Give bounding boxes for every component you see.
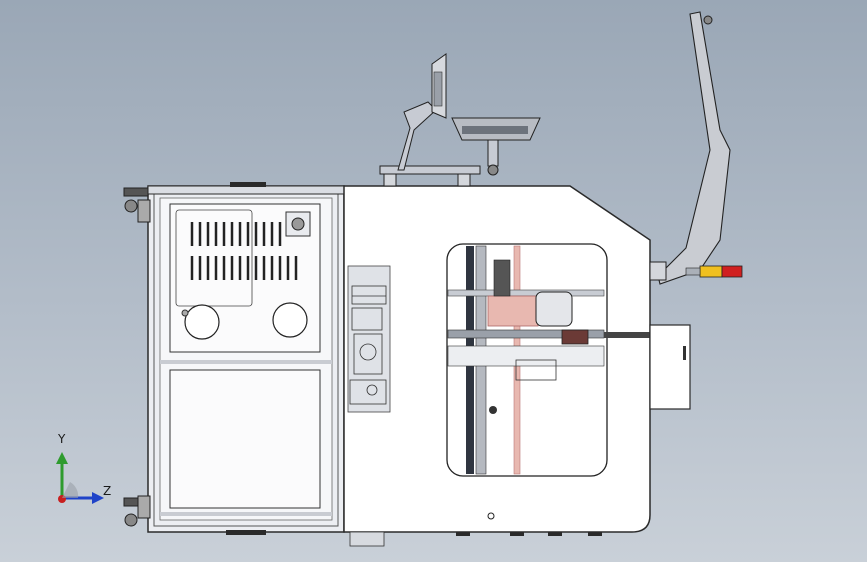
triad-y-label: Y	[58, 432, 66, 446]
keyboard-tray[interactable]	[649, 11, 731, 285]
vent-slots-bottom	[190, 256, 298, 280]
main-housing[interactable]	[343, 185, 652, 547]
cabinet-lower-door	[169, 369, 321, 509]
triad-axes	[56, 452, 104, 504]
tape-roll	[535, 291, 573, 327]
triad-z-label: Z	[103, 484, 112, 498]
vent-slots-top	[190, 222, 282, 246]
left-cabinet[interactable]	[123, 182, 345, 535]
coordinate-triad: Y Z	[40, 432, 120, 516]
leveling-feet	[123, 187, 151, 527]
monitor-arm[interactable]	[379, 53, 541, 187]
fan-right	[272, 302, 308, 338]
fan-left	[184, 304, 220, 340]
signal-beacon[interactable]	[685, 265, 743, 278]
side-electrical-box[interactable]	[649, 324, 691, 410]
